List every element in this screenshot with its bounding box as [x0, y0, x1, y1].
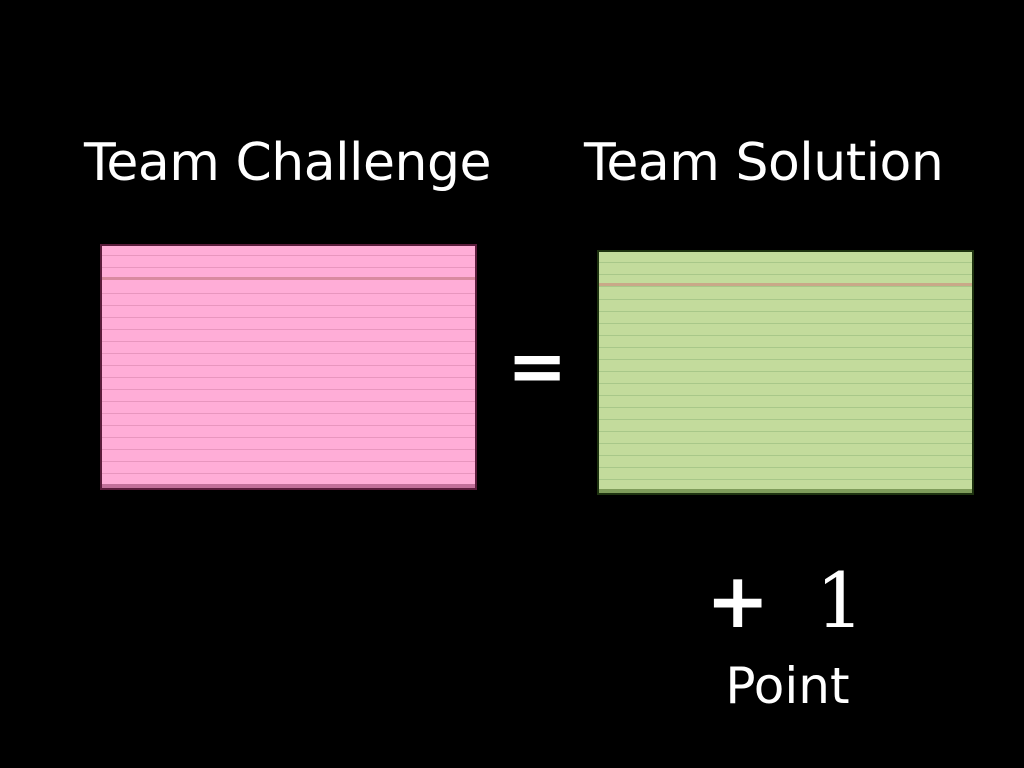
team-solution-heading: Team Solution [584, 133, 944, 193]
plus-sign: + [705, 556, 770, 645]
solution-index-card [597, 250, 974, 495]
plus-one-score: + 1 [700, 556, 870, 646]
team-challenge-heading: Team Challenge [84, 133, 491, 193]
equals-sign: = [507, 324, 568, 408]
challenge-index-card [100, 244, 477, 490]
score-value: 1 [815, 556, 865, 645]
point-label: Point [725, 657, 850, 715]
